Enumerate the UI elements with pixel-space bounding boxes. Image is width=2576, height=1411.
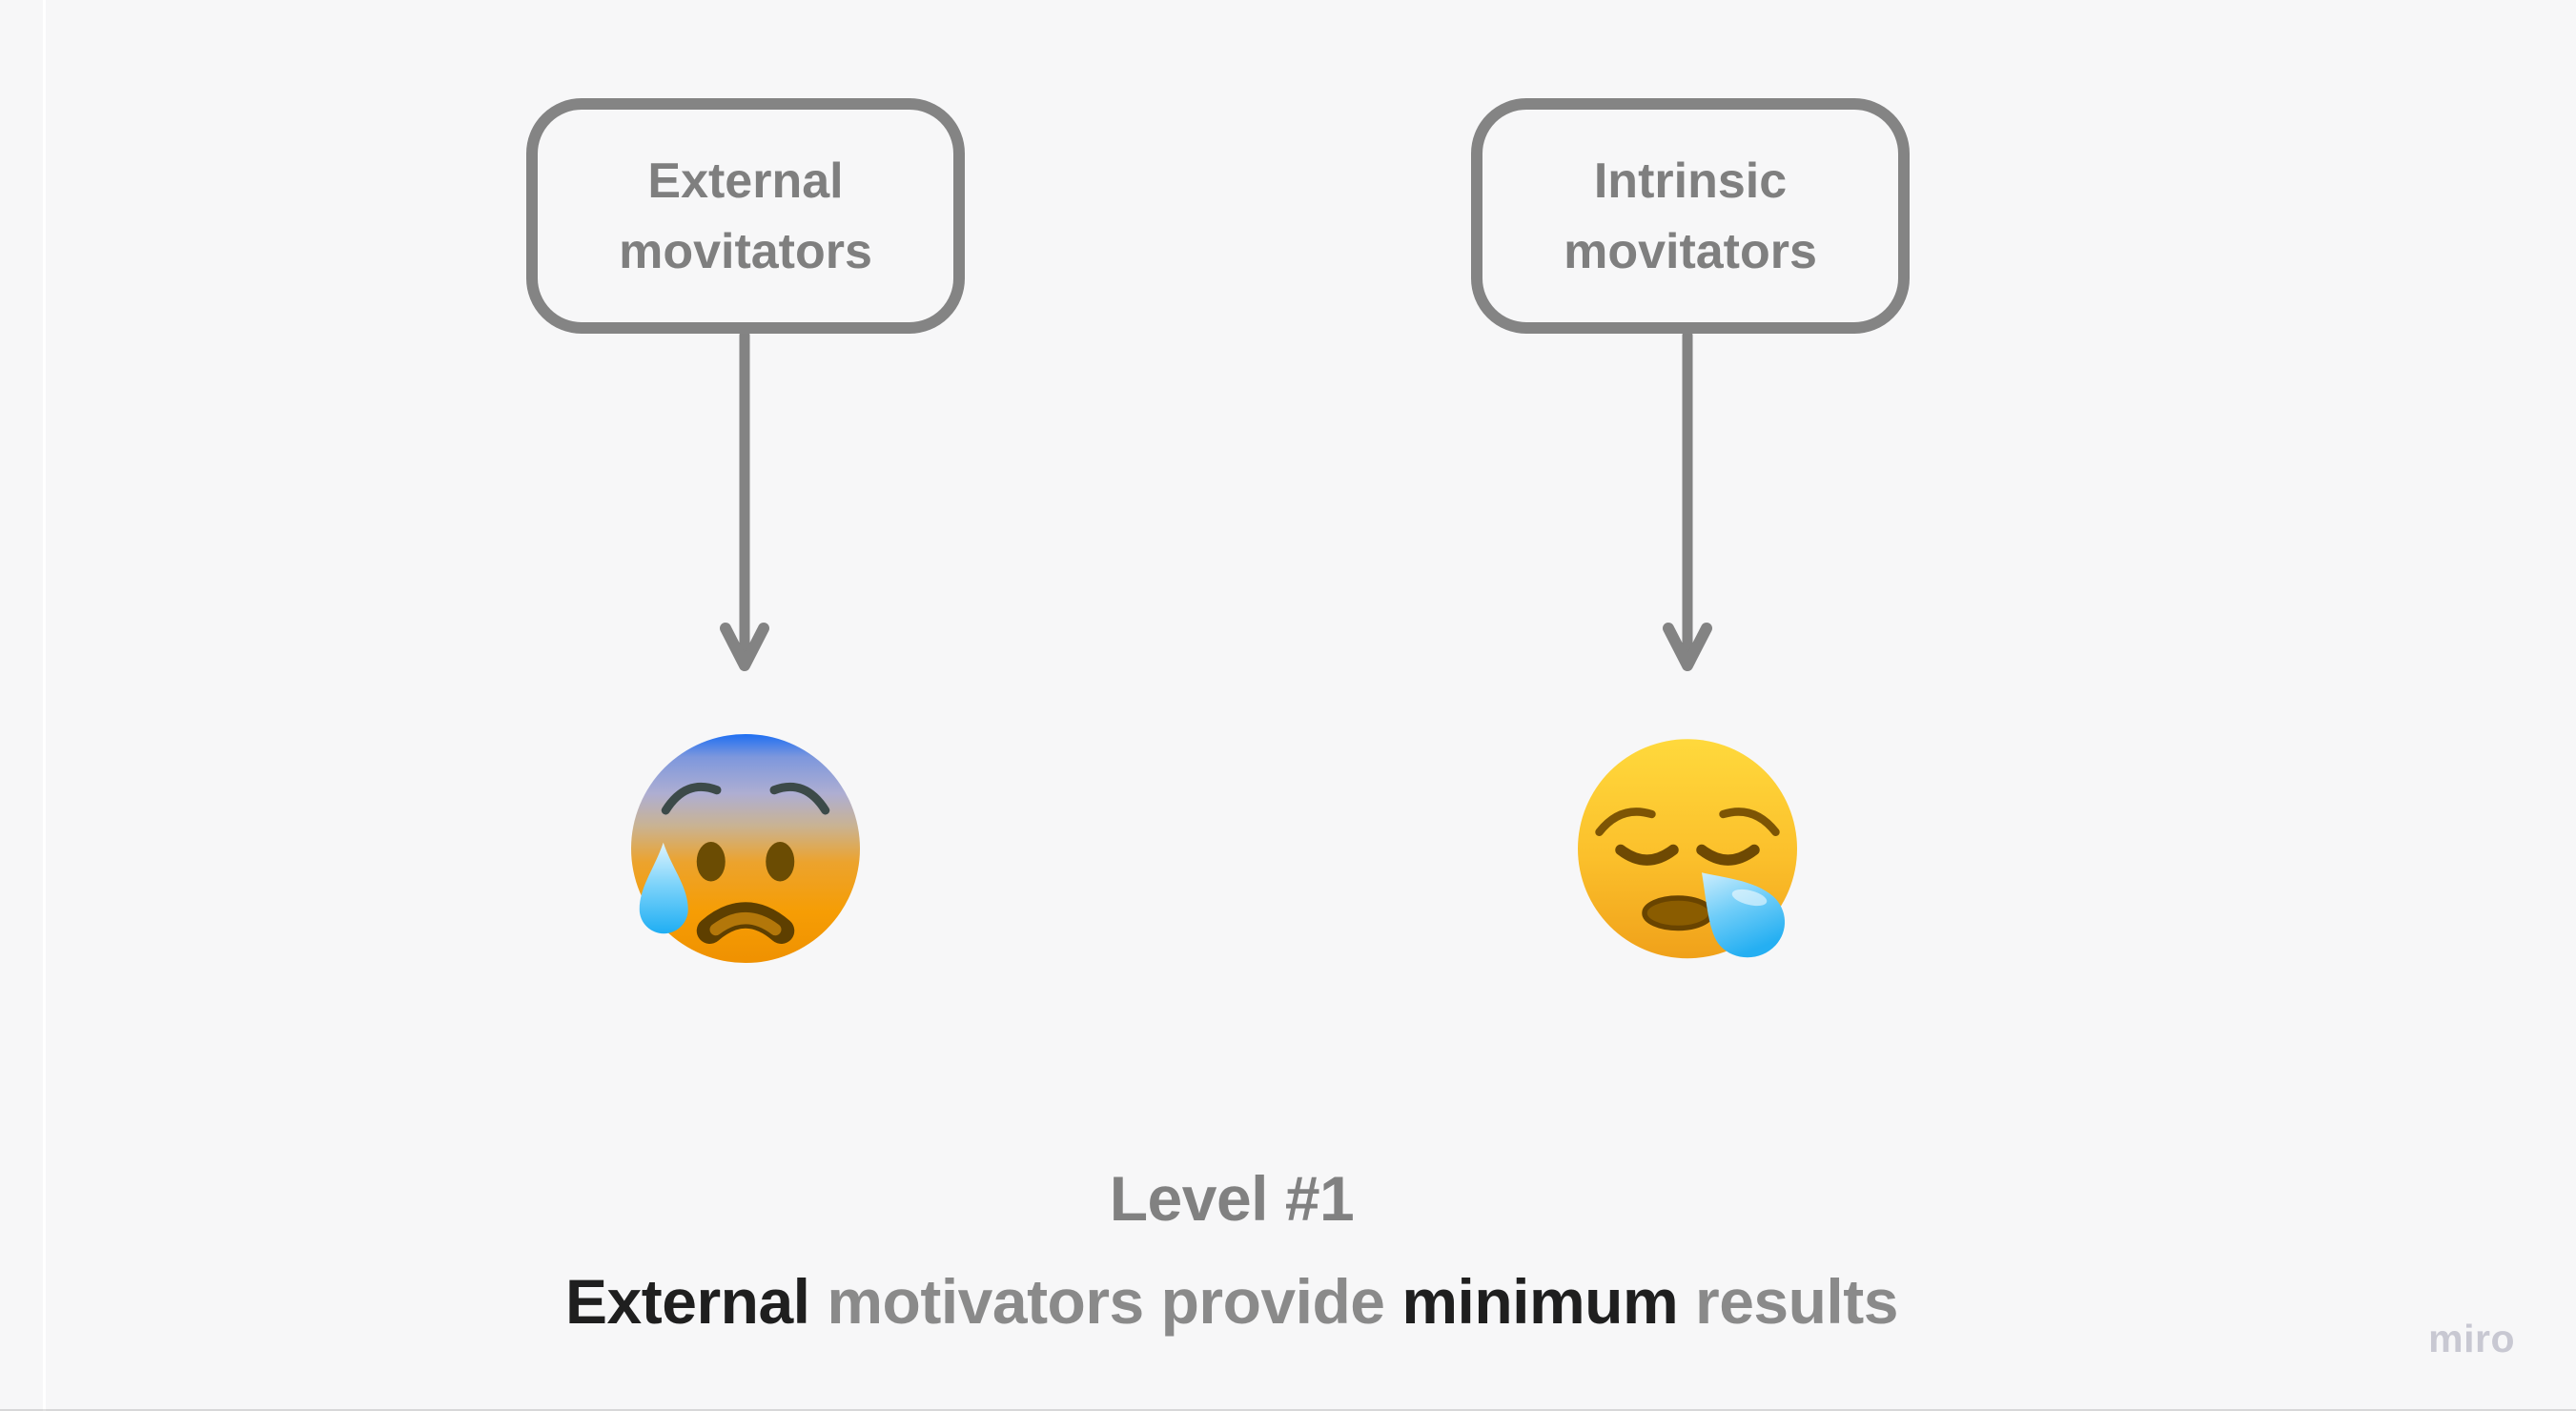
arrow-connector-intrinsic[interactable]	[1659, 334, 1716, 673]
anxious-face-with-sweat-emoji-icon[interactable]	[626, 729, 865, 968]
caption-level-title: Level #1	[1109, 1163, 1355, 1234]
caption-text-block[interactable]: Level #1 External motivators provide min…	[0, 1165, 2464, 1337]
caption-word-minimum: minimum	[1401, 1266, 1679, 1337]
caption-word-results: results	[1678, 1266, 1898, 1337]
arrow-connector-external[interactable]	[716, 334, 773, 673]
caption-statement: External motivators provide minimum resu…	[0, 1266, 2464, 1337]
intrinsic-motivators-label: Intrinsic movitators	[1564, 153, 1817, 279]
caption-words-middle: motivators provide	[809, 1266, 1402, 1337]
intrinsic-motivators-box[interactable]: Intrinsic movitators	[1471, 98, 1910, 334]
external-motivators-box[interactable]: External movitators	[526, 98, 965, 334]
sleepy-face-emoji-icon[interactable]	[1568, 734, 1807, 980]
external-motivators-label: External movitators	[619, 153, 872, 279]
caption-word-external: External	[565, 1266, 810, 1337]
canvas-left-divider	[43, 0, 46, 1411]
miro-watermark-logo: miro	[2428, 1317, 2515, 1360]
window-bottom-edge	[0, 1409, 2576, 1411]
